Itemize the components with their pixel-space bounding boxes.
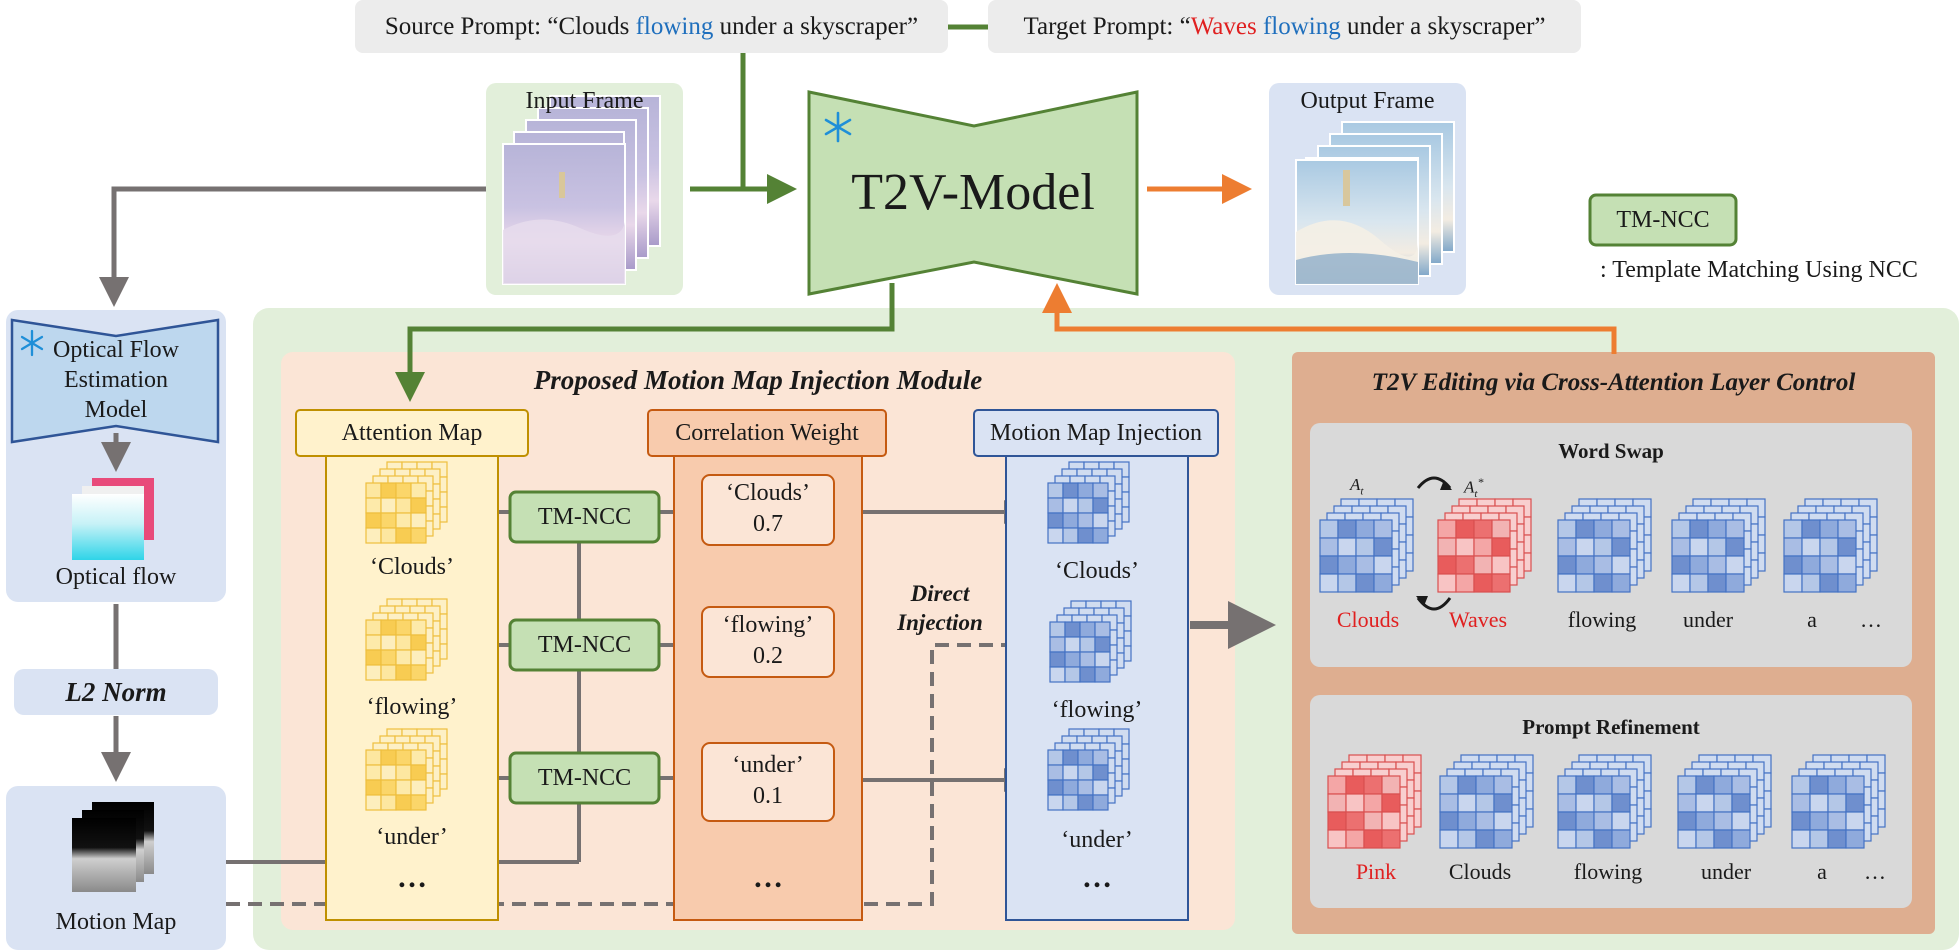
refine-grid-flowing bbox=[1557, 754, 1652, 849]
correlation-ellipsis: … bbox=[753, 861, 783, 894]
l2-norm-bg bbox=[14, 669, 218, 715]
attention-word-3: ‘under’ bbox=[376, 823, 448, 850]
swap-word-4: under bbox=[1682, 607, 1734, 632]
refine-grid-a bbox=[1791, 754, 1886, 849]
editing-grids bbox=[1319, 498, 1886, 849]
weight-value-3: 0.1 bbox=[753, 782, 783, 809]
snowflake-icon bbox=[824, 111, 852, 143]
motion-injection-header: Motion Map Injection bbox=[990, 419, 1202, 446]
attention-ellipsis: … bbox=[397, 861, 427, 894]
injection-grid-2 bbox=[1049, 600, 1132, 683]
injection-word-3: ‘under’ bbox=[1061, 826, 1133, 853]
target-prompt-subject: Waves bbox=[1190, 12, 1257, 40]
t2v-model-shape bbox=[807, 90, 1139, 296]
attention-grid-3 bbox=[365, 728, 448, 811]
tmncc-label-1: TM-NCC bbox=[537, 503, 632, 530]
correlation-weight-header: Correlation Weight bbox=[675, 419, 859, 446]
weight-box-2 bbox=[701, 606, 835, 678]
swap-grid-flowing bbox=[1557, 498, 1652, 593]
output-frame-label: Output Frame bbox=[1300, 87, 1435, 114]
at-star-label: At* bbox=[1464, 475, 1484, 501]
weight-word-3: ‘under’ bbox=[732, 751, 804, 778]
attention-map-header: Attention Map bbox=[341, 419, 483, 446]
legend-tmncc-label: TM-NCC bbox=[1616, 206, 1710, 233]
editing-to-model-arrow bbox=[1042, 283, 1617, 354]
refine-word-6: … bbox=[1864, 859, 1886, 884]
tmncc-box-2 bbox=[508, 618, 661, 672]
swap-word-5: a bbox=[1807, 607, 1817, 632]
tmncc-label-2: TM-NCC bbox=[537, 631, 632, 658]
swap-word-6: … bbox=[1860, 607, 1882, 632]
tmncc-box-3 bbox=[508, 751, 661, 805]
source-prompt-box: Source Prompt: “Clouds flowing under a s… bbox=[355, 0, 948, 53]
t2v-model-label: T2V-Model bbox=[851, 163, 1095, 221]
frame-to-optical-arrow bbox=[99, 186, 486, 307]
target-prompt-suffix: under a skyscraper” bbox=[1340, 12, 1546, 40]
injection-grid-1 bbox=[1047, 461, 1130, 544]
source-prompt-verb: flowing bbox=[635, 12, 714, 40]
refine-word-3: flowing bbox=[1573, 859, 1643, 884]
motion-map-image bbox=[72, 802, 154, 892]
injection-grids bbox=[1047, 461, 1132, 811]
refine-grid-clouds bbox=[1439, 754, 1534, 849]
module-title: Proposed Motion Map Injection Module bbox=[533, 364, 983, 395]
source-prompt-suffix: under a skyscraper” bbox=[713, 12, 919, 40]
attention-grid-2 bbox=[365, 598, 448, 681]
editing-title: T2V Editing via Cross-Attention Layer Co… bbox=[1371, 369, 1856, 396]
weight-word-2: ‘flowing’ bbox=[722, 611, 814, 638]
snowflake-icon-optical bbox=[20, 329, 44, 357]
attention-grid-1 bbox=[365, 461, 448, 544]
output-frame-stack bbox=[1295, 121, 1455, 285]
tmncc-box-1 bbox=[508, 490, 661, 544]
refine-grid-pink bbox=[1327, 754, 1422, 849]
direct-injection-dashed-arrow bbox=[226, 633, 1030, 906]
motion-map-label: Motion Map bbox=[55, 908, 177, 935]
target-prompt-verb: flowing bbox=[1262, 12, 1341, 40]
model-to-attention-arrow bbox=[395, 283, 895, 402]
refine-word-1: Pink bbox=[1355, 859, 1397, 884]
legend-tmncc-box bbox=[1588, 193, 1738, 247]
swap-grid-under bbox=[1671, 498, 1766, 593]
attention-word-1: ‘Clouds’ bbox=[370, 553, 454, 580]
optical-model-label: Optical Flow Estimation Model bbox=[53, 337, 179, 423]
swap-word-3: flowing bbox=[1567, 607, 1637, 632]
l2-norm-label: L2 Norm bbox=[65, 676, 167, 707]
injection-word-1: ‘Clouds’ bbox=[1055, 557, 1139, 584]
refine-word-4: under bbox=[1700, 859, 1752, 884]
target-prompt-prefix: Target Prompt: “ bbox=[1023, 12, 1191, 40]
swap-word-1: Clouds bbox=[1336, 607, 1400, 632]
optical-flow-image bbox=[72, 478, 154, 560]
tmncc-label-3: TM-NCC bbox=[537, 764, 632, 791]
at-label: At bbox=[1350, 475, 1364, 498]
swap-grid-a bbox=[1783, 498, 1878, 593]
source-prompt-prefix: Source Prompt: “Clouds bbox=[384, 12, 636, 40]
injection-word-2: ‘flowing’ bbox=[1051, 696, 1143, 723]
weight-box-3 bbox=[701, 742, 835, 822]
refine-word-5: a bbox=[1817, 859, 1827, 884]
injection-grid-3 bbox=[1047, 728, 1130, 811]
direct-injection-label: Direct Injection bbox=[897, 581, 983, 635]
optical-flow-label: Optical flow bbox=[55, 563, 177, 590]
weight-value-2: 0.2 bbox=[753, 642, 783, 669]
word-swap-title: Word Swap bbox=[1558, 438, 1664, 463]
attention-word-2: ‘flowing’ bbox=[366, 693, 458, 720]
weight-box-1 bbox=[701, 474, 835, 546]
injection-ellipsis: … bbox=[1082, 861, 1112, 894]
target-prompt-box: Target Prompt: “Waves flowing under a sk… bbox=[988, 0, 1581, 53]
prompt-refinement-title: Prompt Refinement bbox=[1522, 714, 1700, 739]
swap-grid-waves bbox=[1437, 498, 1532, 593]
weight-value-1: 0.7 bbox=[753, 510, 783, 537]
legend-text: : Template Matching Using NCC bbox=[1600, 257, 1918, 283]
weight-word-1: ‘Clouds’ bbox=[726, 479, 810, 506]
refine-grid-under bbox=[1677, 754, 1772, 849]
refine-word-2: Clouds bbox=[1448, 859, 1512, 884]
swap-grid-clouds bbox=[1319, 498, 1414, 593]
optical-flow-model-shape bbox=[10, 318, 220, 444]
swap-word-2: Waves bbox=[1448, 607, 1508, 632]
input-frame-label: Input Frame bbox=[525, 87, 644, 114]
input-frame-stack bbox=[502, 95, 661, 285]
attention-grids bbox=[365, 461, 448, 811]
